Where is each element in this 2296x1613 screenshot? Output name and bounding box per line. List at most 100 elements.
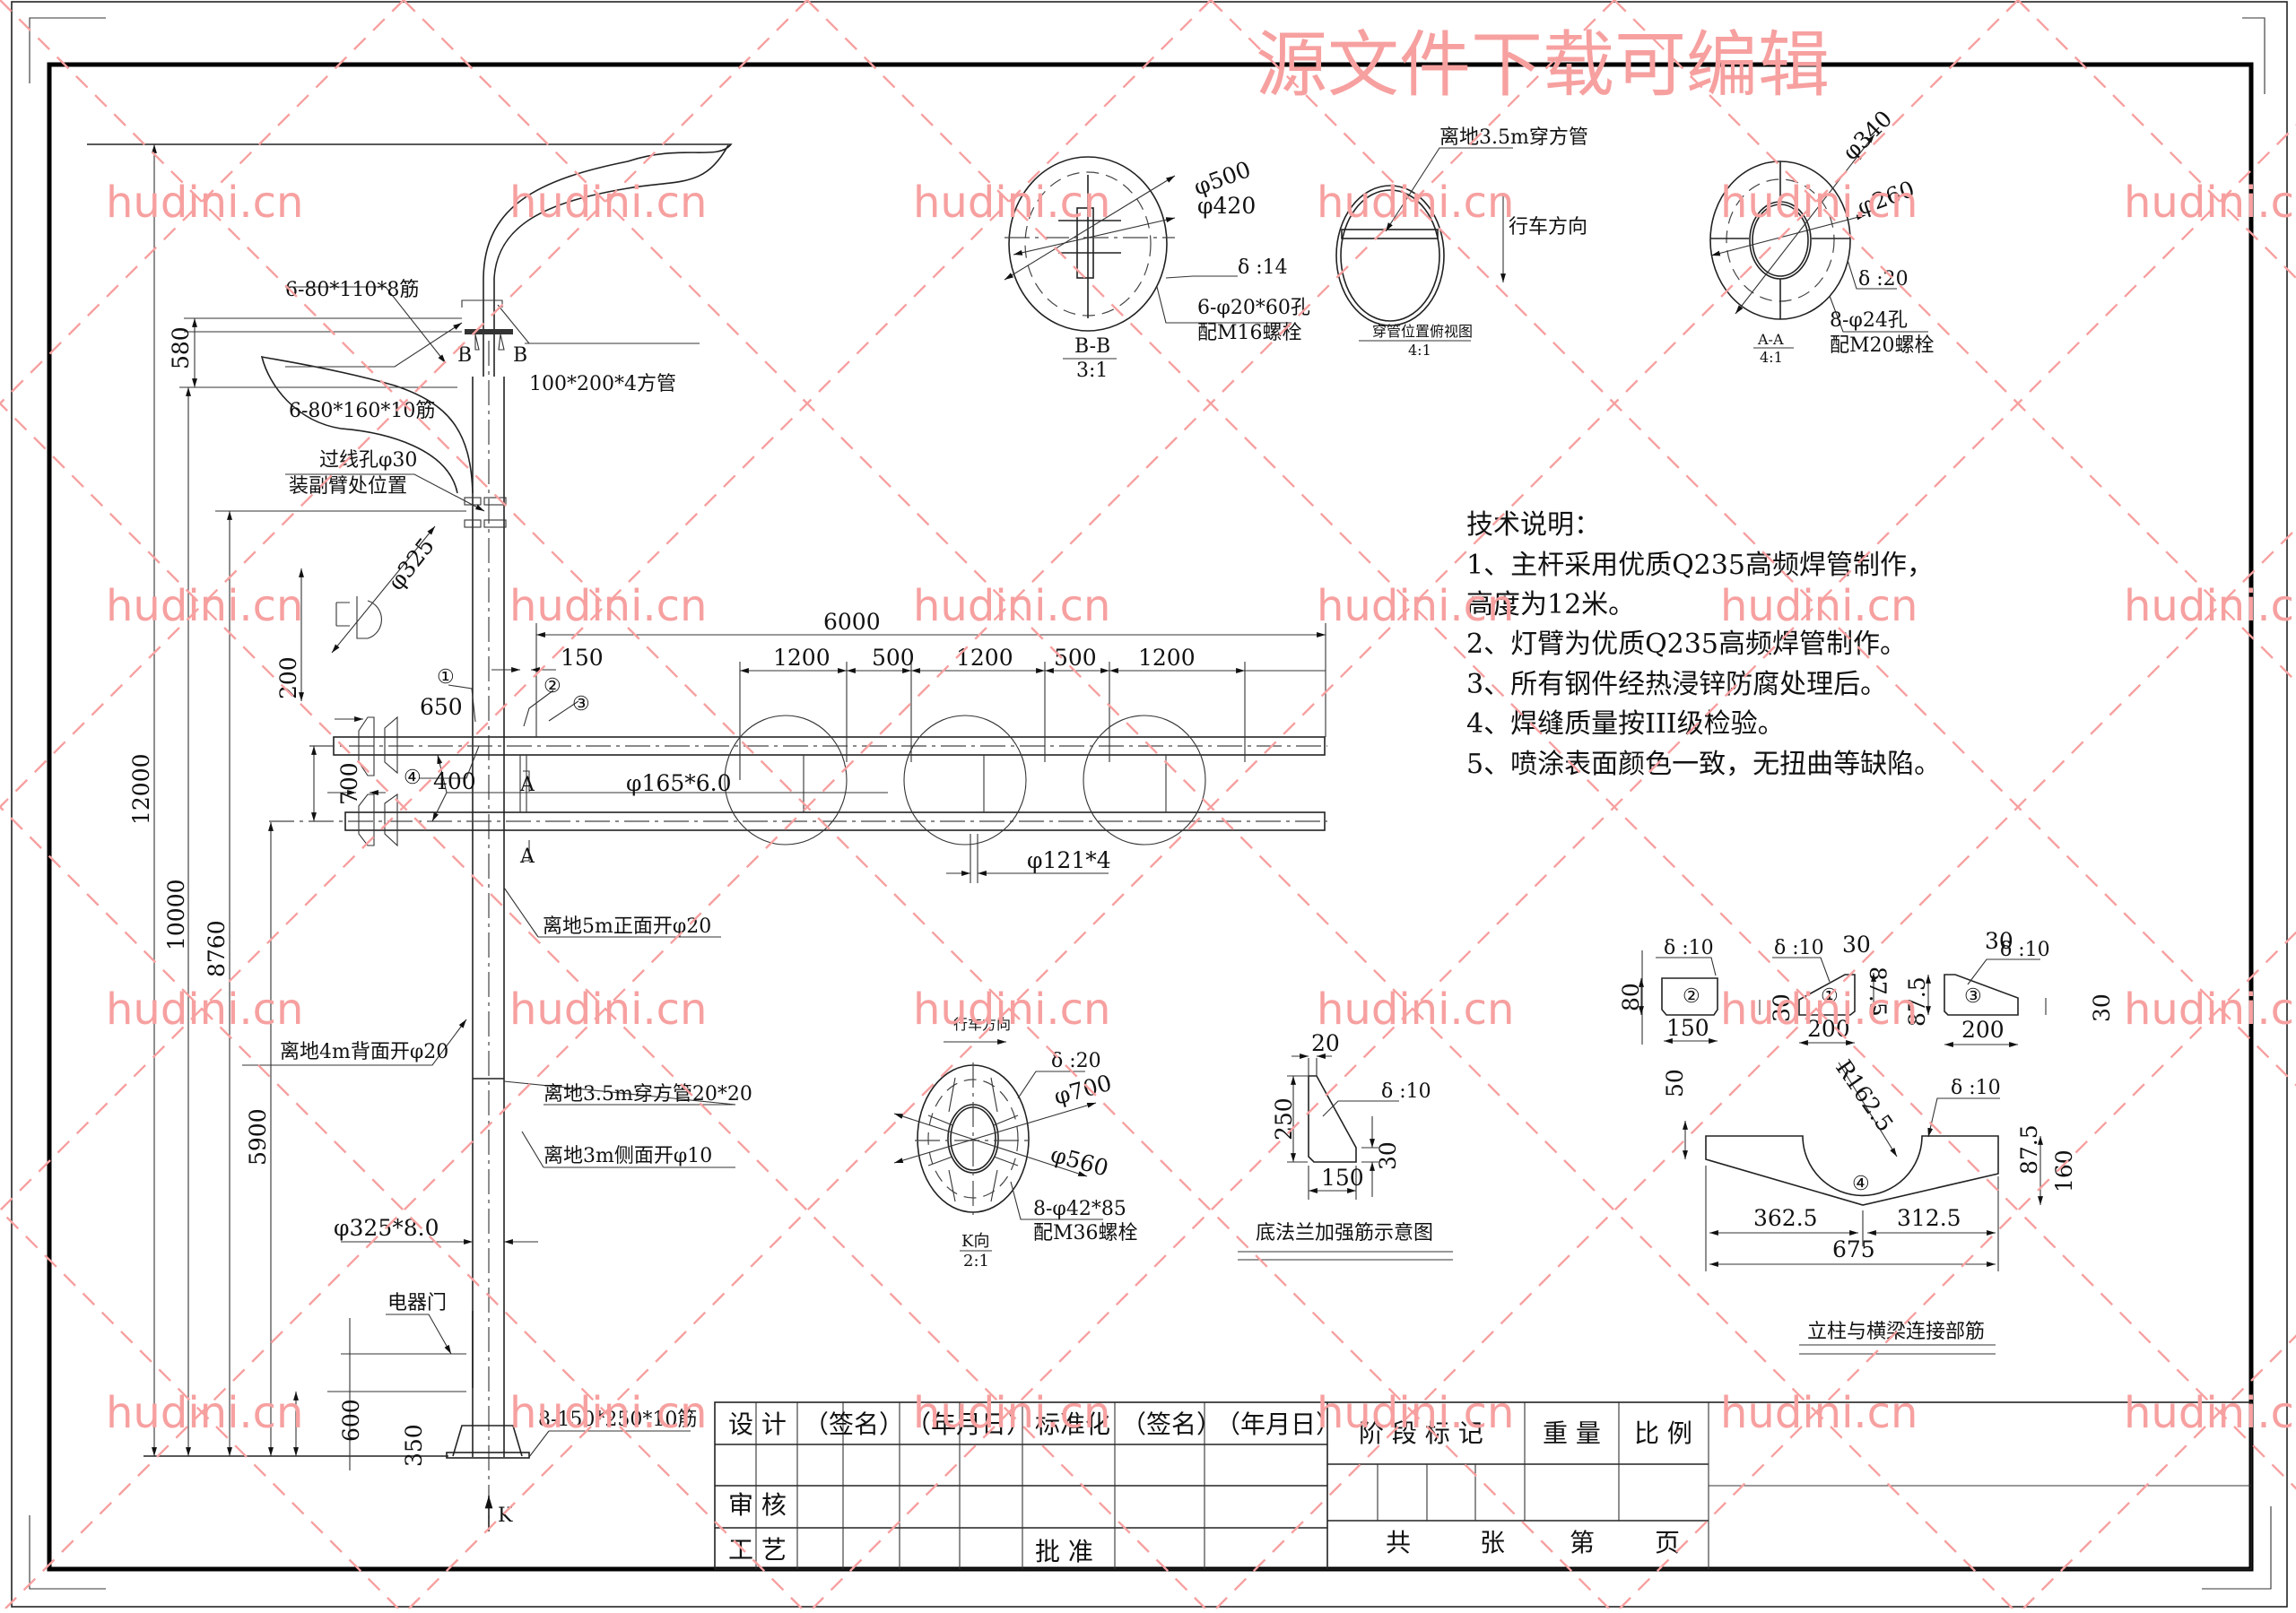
watermark-site: hudini.cn (106, 1388, 303, 1438)
k-phi-inner: φ560 (1048, 1141, 1111, 1182)
title-block (714, 1401, 2252, 1570)
k-holes: 8-φ42*85 (1033, 1198, 1126, 1220)
p4-mark: ④ (1852, 1173, 1870, 1195)
watermark-site: hudini.cn (1720, 1388, 1918, 1438)
watermark-diagonal (1215, 527, 2296, 1609)
rib-chamfer-dim: 30 (1375, 1141, 1401, 1170)
label-tube-3-5m: 离地3.5m穿方管20*20 (544, 1083, 752, 1106)
p1-top: 30 (1842, 932, 1871, 958)
watermark-diagonal (2017, 0, 2296, 280)
label-sub-arm-pos: 装副臂处位置 (289, 475, 407, 498)
tb-weight: 重 量 (1543, 1418, 1601, 1448)
tb-sign-1: （签名） (804, 1409, 904, 1439)
label-sub-tube: φ121*4 (1027, 847, 1111, 873)
dim-total-height: 12000 (128, 753, 154, 825)
note-line: 3、所有钢件经热浸锌防腐处理后。 (1466, 669, 1887, 700)
watermark-site: hudini.cn (509, 581, 707, 631)
dim-350: 350 (401, 1424, 427, 1467)
bb-bolts: 配M16螺栓 (1197, 322, 1302, 344)
watermark-site: hudini.cn (106, 581, 303, 631)
pole-elevation (87, 143, 736, 1531)
tube-direction: 行车方向 (1509, 216, 1587, 238)
watermark-diagonal (0, 0, 1212, 1212)
p4-right-h: 87.5 (2016, 1124, 2042, 1175)
watermark-site: hudini.cn (913, 178, 1110, 228)
label-hole-5m: 离地5m正面开φ20 (543, 915, 711, 938)
plate-1 (1759, 957, 1876, 1045)
technical-notes: 技术说明： 1、主杆采用优质Q235高频焊管制作， 高度为12米。 2、灯臂为优… (1466, 509, 1941, 780)
section-a-top: A (519, 774, 535, 796)
rib-bottom-dim: 150 (1321, 1165, 1364, 1191)
note-line: 4、焊缝质量按III级检验。 (1466, 708, 1785, 740)
p3-mark: ③ (1964, 985, 1982, 1008)
dim-seg-5: 1200 (1138, 645, 1196, 671)
label-square-tube: 100*200*4方管 (529, 373, 676, 395)
tb-process: 工 艺 (728, 1535, 787, 1565)
label-base-rib: 8-150*250*10筋 (538, 1409, 697, 1431)
dim-offset-150: 150 (561, 645, 604, 671)
tb-stage: 阶 段 标 记 (1359, 1418, 1483, 1448)
p1-width: 200 (1807, 1016, 1850, 1042)
watermark-site: hudini.cn (2124, 178, 2296, 228)
p4-left-w: 362.5 (1753, 1205, 1818, 1231)
label-hole-4m: 离地4m背面开φ20 (280, 1041, 448, 1063)
k-title: K向 (961, 1232, 989, 1251)
p1-height: 87.5 (1865, 967, 1891, 1017)
label-main-tube: φ165*6.0 (626, 770, 731, 796)
p1-thickness: δ :10 (1774, 937, 1824, 959)
dim-10000: 10000 (163, 879, 189, 950)
tube-callout: 离地3.5m穿方管 (1439, 126, 1588, 149)
watermark-diagonal (403, 0, 2013, 1609)
watermark-site: hudini.cn (106, 178, 303, 228)
watermark-site: hudini.cn (1317, 984, 1514, 1035)
tb-ratio: 比 例 (1634, 1418, 1692, 1448)
aa-phi-outer: φ340 (1838, 106, 1898, 166)
watermark-diagonal (408, 0, 2019, 1609)
base-rib-labels: 20 250 δ :10 150 30 底法兰加强筋示意图 (1256, 1030, 1433, 1244)
watermark-site: hudini.cn (2124, 581, 2296, 631)
plate-2 (1639, 950, 1718, 1045)
watermark-site: hudini.cn (913, 984, 1110, 1035)
p2-width: 150 (1666, 1015, 1709, 1041)
watermark-site: hudini.cn (1720, 984, 1918, 1035)
watermark-site: hudini.cn (2124, 1388, 2296, 1438)
note-line: 2、灯臂为优质Q235高频焊管制作。 (1466, 629, 1907, 660)
rib-thickness: δ :10 (1381, 1080, 1431, 1103)
bb-holes: 6-φ20*60孔 (1197, 297, 1310, 319)
tb-sheets-total: 共 (1386, 1528, 1411, 1557)
tb-date-2: （年月日） (1215, 1409, 1341, 1439)
watermark-site: hudini.cn (1317, 581, 1514, 631)
tube-plan-labels: 离地3.5m穿方管 行车方向 穿管位置俯视图 4:1 (1372, 126, 1588, 359)
label-rib-mid: 6-80*160*10筋 (289, 400, 435, 422)
label-wire-hole: 过线孔φ30 (319, 449, 417, 472)
lamp-circle (1083, 715, 1206, 846)
watermark-site: hudini.cn (106, 984, 303, 1035)
p3-top: 30 (1985, 928, 2013, 954)
tube-plan-view (1335, 147, 1513, 342)
watermark-diagonal (1619, 931, 2296, 1609)
pole-labels: 6-80*110*8筋 100*200*4方管 6-80*160*10筋 过线孔… (128, 279, 752, 1527)
note-line: 高度为12米。 (1466, 589, 1635, 620)
tb-review: 审 核 (728, 1490, 787, 1520)
p3-thickness: δ :10 (2000, 939, 2050, 961)
tb-sheets-unit: 张 (1480, 1528, 1505, 1557)
dim-600: 600 (338, 1399, 364, 1442)
label-hole-3m: 离地3m侧面开φ10 (544, 1145, 712, 1167)
bb-title: B-B (1074, 335, 1110, 358)
section-bb (1004, 156, 1292, 360)
marker-3: ③ (572, 693, 590, 715)
base-rib-title: 底法兰加强筋示意图 (1256, 1222, 1433, 1244)
main-lamp-arm (87, 143, 733, 279)
watermark-diagonal (2022, 1334, 2296, 1609)
watermark-diagonal (0, 402, 1206, 1609)
watermark-diagonal (0, 0, 808, 809)
watermark-diagonal (812, 124, 2296, 1609)
plate-3 (1926, 958, 2047, 1047)
watermark-site: hudini.cn (913, 581, 1110, 631)
p3-height: 87.5 (1904, 976, 1930, 1027)
tb-approve: 批 准 (1035, 1537, 1093, 1566)
section-b-left: B (457, 344, 472, 367)
lamp-circle (724, 715, 848, 846)
